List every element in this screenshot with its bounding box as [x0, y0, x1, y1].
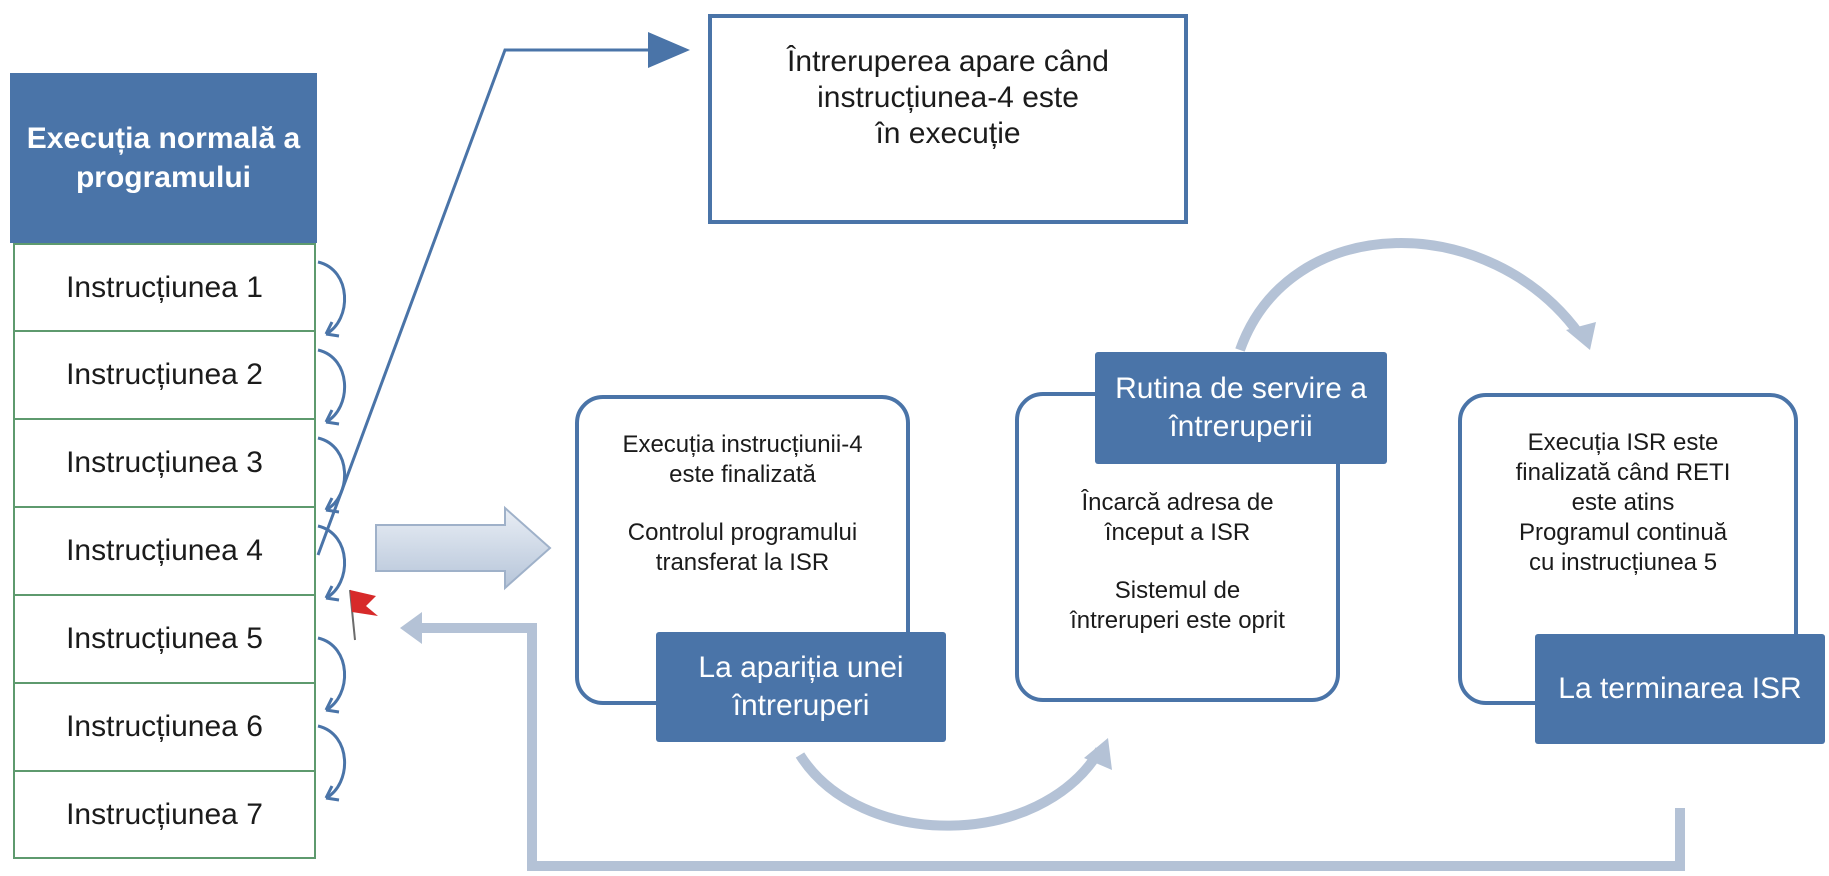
stage-1-label: La apariția unei întreruperi	[656, 632, 946, 742]
arc-stage1-to-stage2	[795, 747, 1105, 831]
stage-3-line: Execuția ISR este	[1527, 429, 1719, 456]
stage-2-line: Sistemul de	[1114, 577, 1241, 604]
program-header: Execuția normală a programului	[10, 73, 317, 243]
stage-1-label-text: La apariția unei întreruperi	[698, 651, 904, 722]
stage-3-line: este atins	[1571, 489, 1675, 516]
stage-3-label-text: La terminarea ISR	[1558, 672, 1802, 705]
interrupt-pointer-arrow	[316, 32, 690, 556]
stage-1-line: este finalizată	[669, 461, 816, 488]
stage-1-line: transferat la ISR	[655, 549, 830, 576]
transfer-arrow	[375, 505, 552, 591]
return-arrow	[415, 623, 1685, 871]
return-arrowhead	[400, 612, 422, 644]
stage-1-line: Execuția instrucțiunii-4	[622, 431, 863, 458]
program-header-text: Execuția normală a programului	[26, 122, 301, 194]
flag-icon	[349, 589, 378, 641]
stage-2-text: Încarcă adresa de început a ISR Sistemul…	[1015, 488, 1340, 636]
arc-stage2-to-stage3	[1235, 238, 1585, 352]
instruction-row: Instrucțiunea 3	[13, 419, 316, 507]
stage-3-line: finalizată când RETI	[1515, 459, 1731, 486]
stage-1-line: Controlul programului	[627, 519, 858, 546]
stage-2-line: început a ISR	[1104, 519, 1251, 546]
instruction-row: Instrucțiunea 7	[13, 771, 316, 859]
instruction-row: Instrucțiunea 4	[13, 507, 316, 595]
callout-line-3: în execuție	[875, 117, 1021, 150]
callout-line-1: Întreruperea apare când	[787, 45, 1109, 78]
instruction-list: Instrucțiunea 1 Instrucțiunea 2 Instrucț…	[13, 243, 316, 859]
stage-3-text: Execuția ISR este finalizată când RETI e…	[1458, 428, 1788, 578]
instruction-row: Instrucțiunea 5	[13, 595, 316, 683]
step-curl-arrows	[317, 260, 347, 802]
stage-2-label-text: Rutina de servire a întreruperii	[1115, 372, 1367, 443]
stage-1-text: Execuția instrucțiunii-4 este finalizată…	[575, 430, 910, 578]
arc1-arrowhead	[1084, 738, 1112, 770]
instruction-row: Instrucțiunea 6	[13, 683, 316, 771]
stage-3-label: La terminarea ISR	[1535, 634, 1825, 744]
stage-2-label: Rutina de servire a întreruperii	[1095, 352, 1387, 464]
instruction-row: Instrucțiunea 2	[13, 331, 316, 419]
arc2-arrowhead	[1566, 322, 1596, 350]
stage-3-line: cu instrucțiunea 5	[1528, 549, 1718, 576]
interrupt-callout: Întreruperea apare când instrucțiunea-4 …	[708, 14, 1188, 224]
callout-line-2: instrucțiunea-4 este	[817, 81, 1079, 114]
instruction-row: Instrucțiunea 1	[13, 243, 316, 331]
stage-2-line: întreruperi este oprit	[1070, 607, 1285, 634]
stage-3-line: Programul continuă	[1518, 519, 1728, 546]
stage-2-line: Încarcă adresa de	[1081, 489, 1274, 516]
